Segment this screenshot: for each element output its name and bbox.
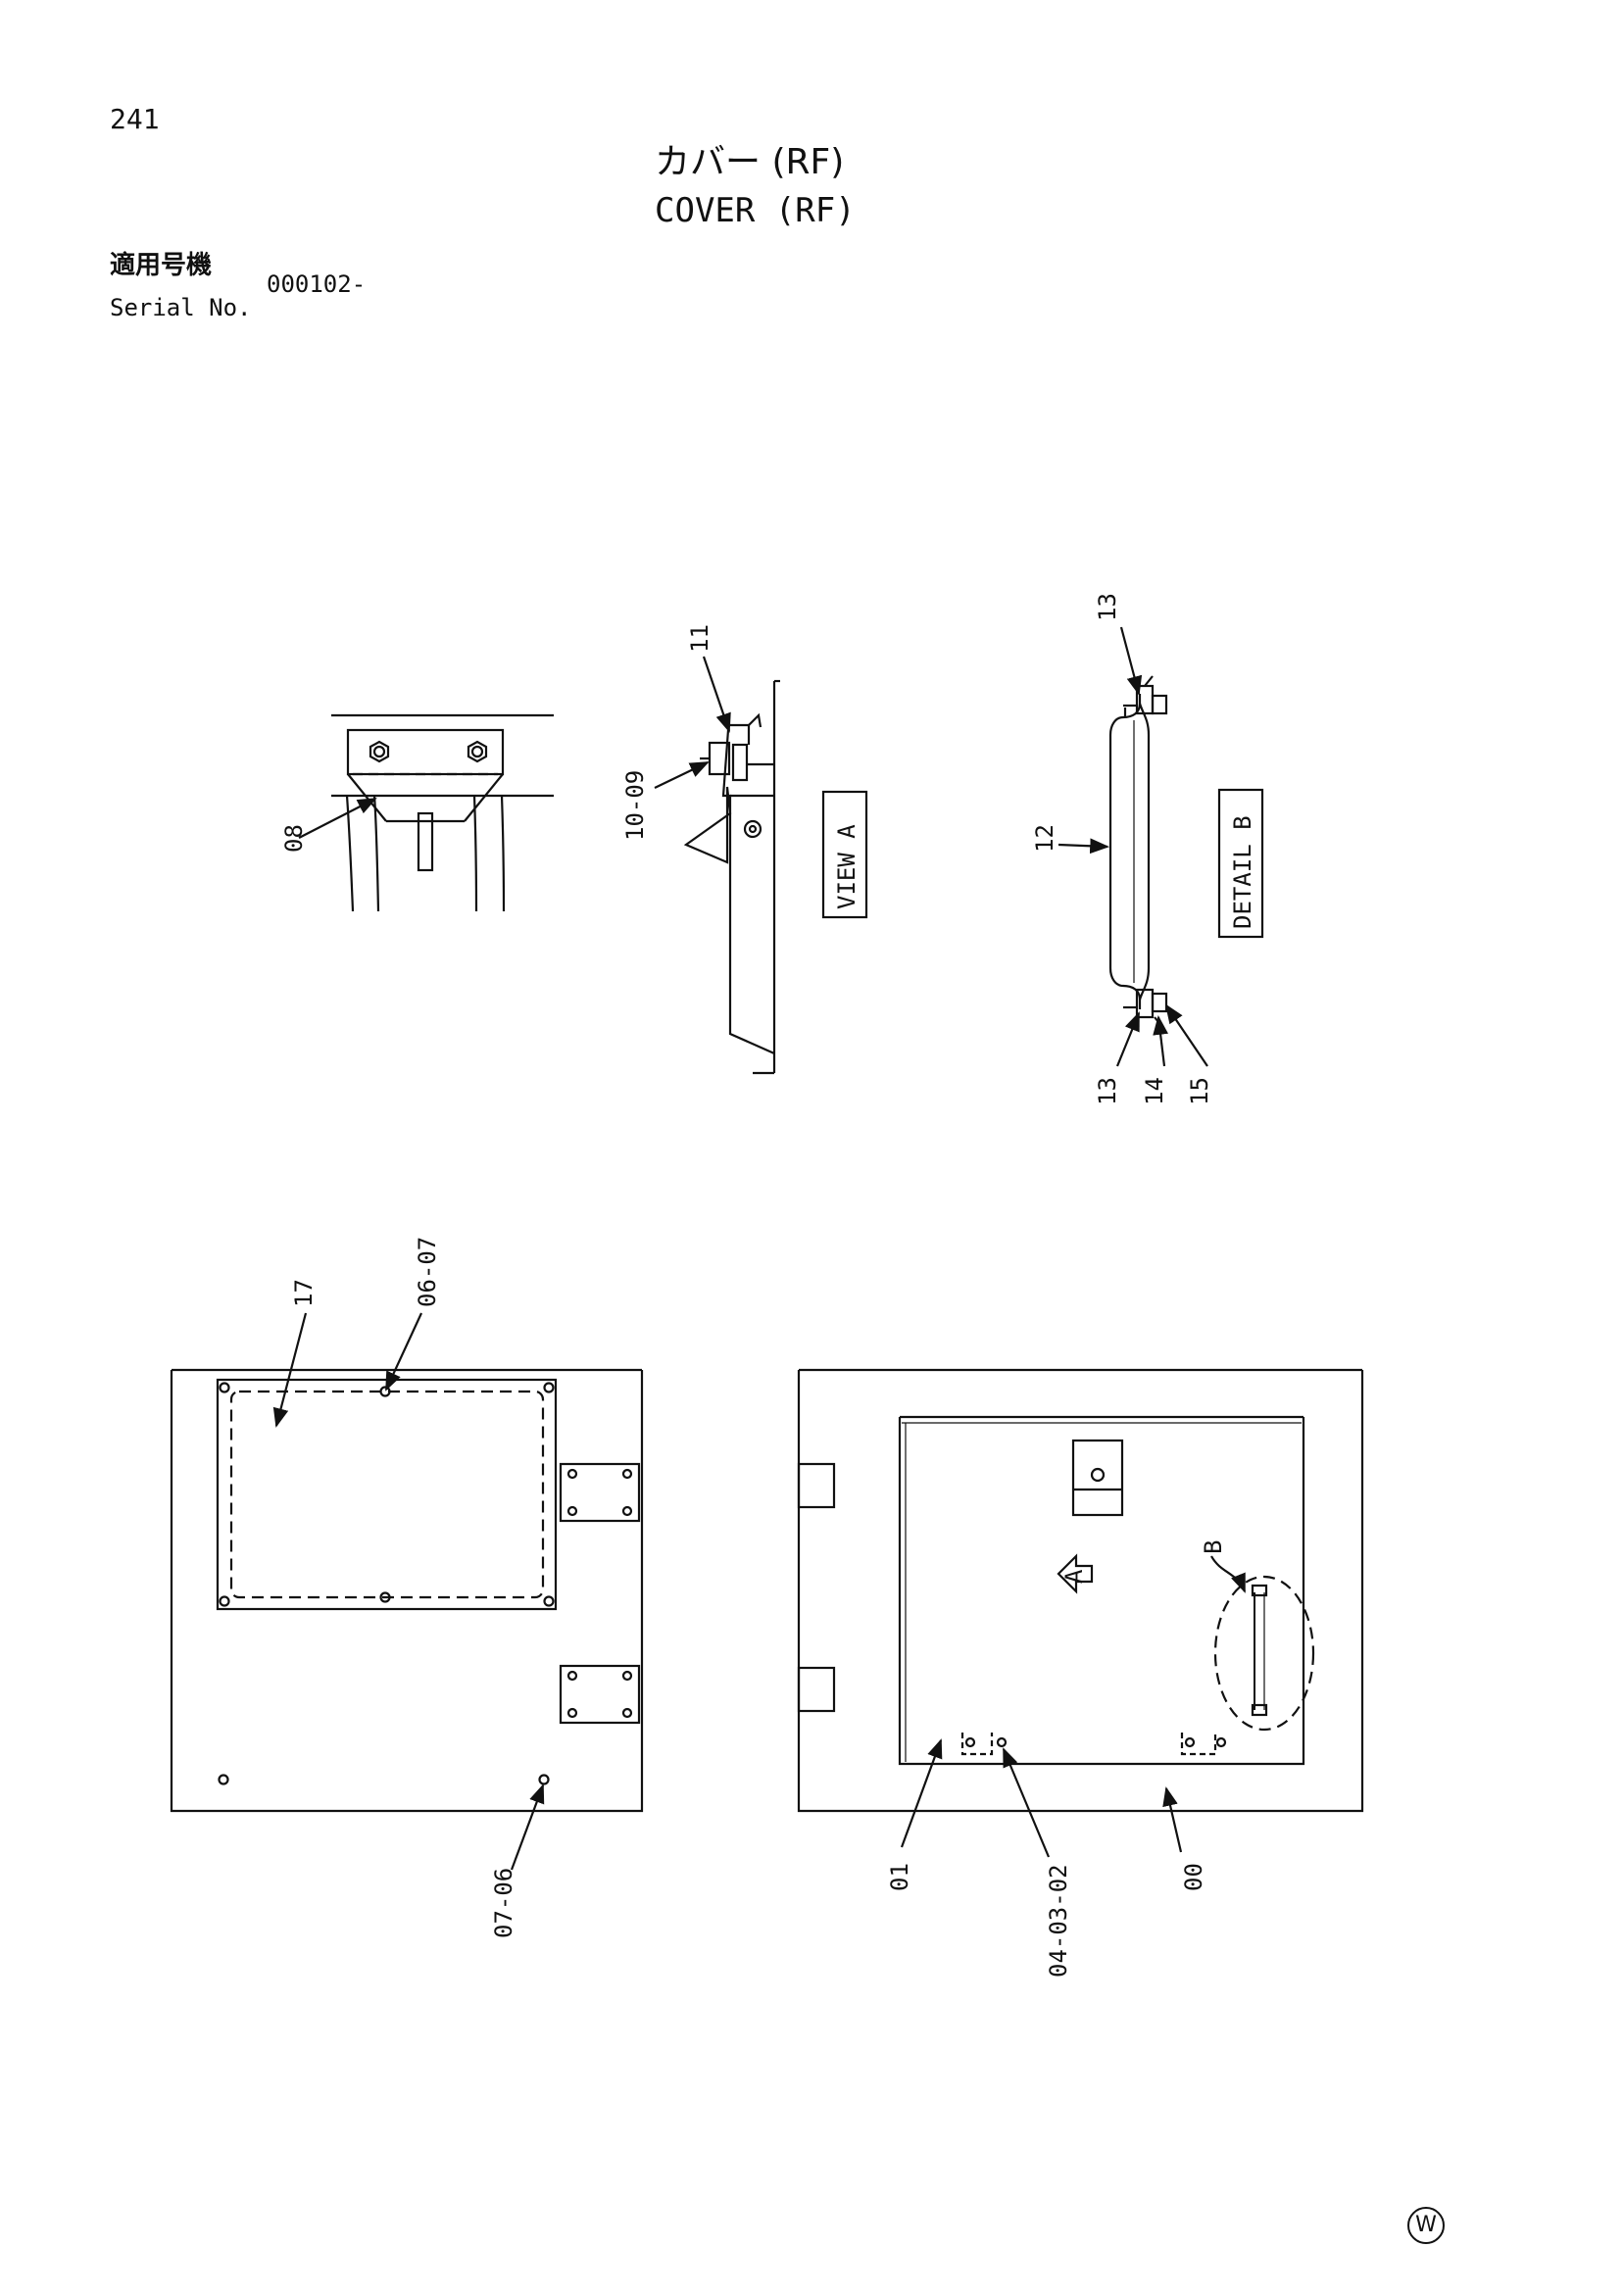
leader-10-09: [654, 761, 710, 789]
view-a-label: VIEW A: [833, 824, 861, 909]
callout-13-top: 13: [1094, 593, 1121, 621]
leader-15: [1164, 1003, 1208, 1067]
cover-panel-inner: [170, 1368, 644, 1813]
leader-17: [272, 1312, 308, 1428]
marker-a: A: [1060, 1569, 1088, 1584]
callout-12: 12: [1031, 824, 1058, 853]
leader-11: [702, 656, 731, 733]
detail-b-circle: [1213, 1575, 1315, 1732]
w-mark-icon: W: [1407, 2207, 1445, 2244]
callout-01: 01: [886, 1863, 913, 1891]
detail-b-box: [1217, 788, 1264, 939]
leader-04-03-02: [1002, 1747, 1051, 1858]
callout-14: 14: [1141, 1077, 1168, 1105]
callout-04-03-02: 04-03-02: [1045, 1864, 1072, 1978]
leader-00: [1162, 1786, 1183, 1853]
leader-14: [1153, 1015, 1168, 1067]
leader-12: [1057, 838, 1109, 855]
detail-b-label: DETAIL B: [1229, 815, 1256, 929]
bracket-detail: [331, 713, 554, 912]
title-japanese: カバー (RF): [655, 142, 845, 182]
view-a-box: [821, 790, 868, 919]
marker-b: B: [1200, 1540, 1227, 1554]
leader-13-top: [1119, 626, 1143, 696]
serial-label-japanese: 適用号機: [110, 251, 213, 280]
callout-00: 00: [1180, 1863, 1207, 1891]
leader-13-bottom: [1115, 1011, 1141, 1067]
callout-10-09: 10-09: [621, 770, 649, 841]
callout-06-07: 06-07: [414, 1237, 441, 1307]
leader-06-07: [385, 1312, 422, 1392]
detail-b-handle: [1108, 675, 1168, 1028]
callout-08: 08: [280, 824, 308, 853]
title-english: COVER (RF): [655, 191, 856, 230]
callout-13-bottom: 13: [1094, 1077, 1121, 1105]
leader-07-06: [510, 1783, 545, 1871]
page-number: 241: [110, 103, 160, 135]
leader-01: [900, 1738, 943, 1848]
callout-07-06: 07-06: [490, 1868, 517, 1938]
serial-label-english: Serial No.: [110, 294, 252, 321]
callout-17: 17: [290, 1279, 318, 1307]
leader-08: [298, 798, 377, 839]
view-a-arrow-icon: [1057, 1553, 1094, 1594]
serial-number-value: 000102-: [267, 270, 367, 298]
callout-11: 11: [686, 624, 713, 653]
view-a-detail: [683, 679, 780, 1075]
cover-panel-outer: [797, 1368, 1364, 1813]
callout-15: 15: [1186, 1077, 1213, 1105]
leader-b: [1210, 1555, 1247, 1593]
